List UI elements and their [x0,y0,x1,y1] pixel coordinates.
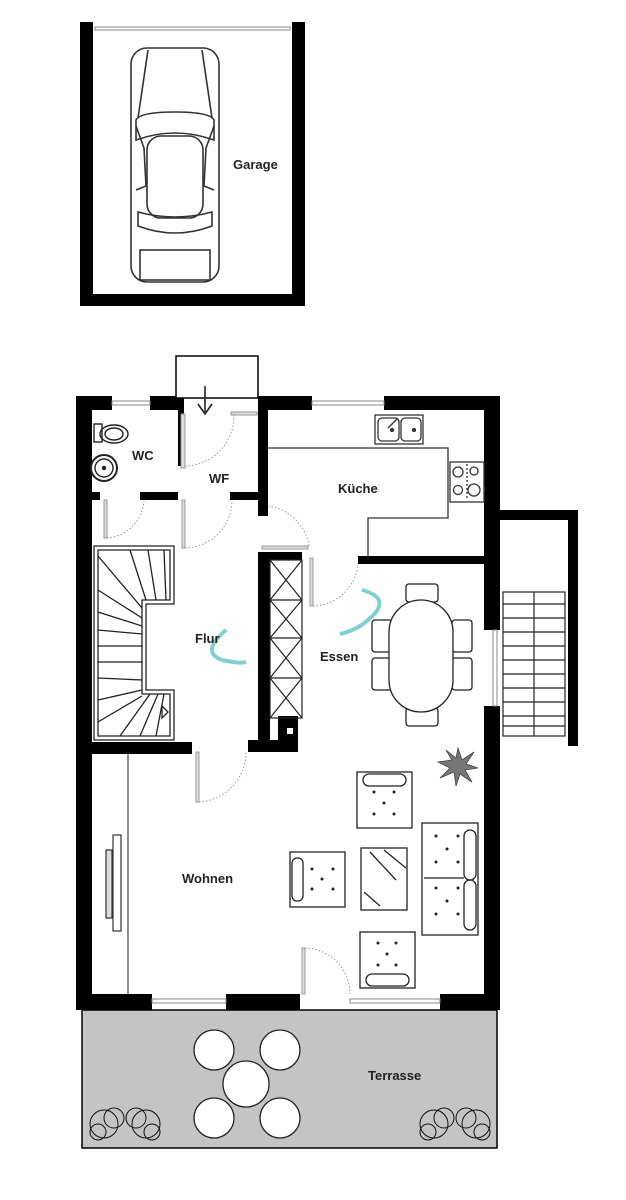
room-label-flur: Flur [195,631,220,646]
armchair-icon [359,931,416,989]
entrance-arrow-icon [197,386,213,416]
car-icon [130,47,220,283]
room-label-wohnen: Wohnen [182,871,234,886]
staircase-icon [93,545,175,741]
armchair-icon [356,771,413,829]
tv-icon [105,754,129,994]
armchair-icon [289,851,346,908]
kitchen [268,414,485,556]
dining-table-icon [371,583,473,727]
watermark [210,588,382,665]
room-label-garage: Garage [233,157,278,172]
doors [103,411,359,995]
coffee-table-icon [360,847,408,911]
washbasin-icon [90,454,118,482]
cushion-dots [310,790,460,967]
entrance [175,355,259,416]
round-table-icon [222,1060,270,1108]
room-label-terrasse: Terrasse [368,1068,422,1083]
room-label-essen: Essen [320,649,359,664]
shrub-icon [89,1107,491,1141]
windows [111,400,498,1004]
terrace [81,1009,498,1149]
exterior-stair-icon [502,591,566,737]
walls [76,396,578,1010]
shelf-icon [269,559,303,719]
room-label-wc: WC [132,448,154,463]
garage-door [94,26,291,31]
plant-icon [436,746,479,787]
room-label-wf: WF [209,471,230,486]
toilet-icon [93,423,129,444]
stove-icon [449,461,485,503]
double-sink-icon [374,414,424,445]
room-label-kueche: Küche [338,481,378,496]
living-furniture [289,771,479,989]
sofa-icon [421,822,479,936]
garage [80,22,305,306]
lounge-chair-icon [193,1029,301,1139]
